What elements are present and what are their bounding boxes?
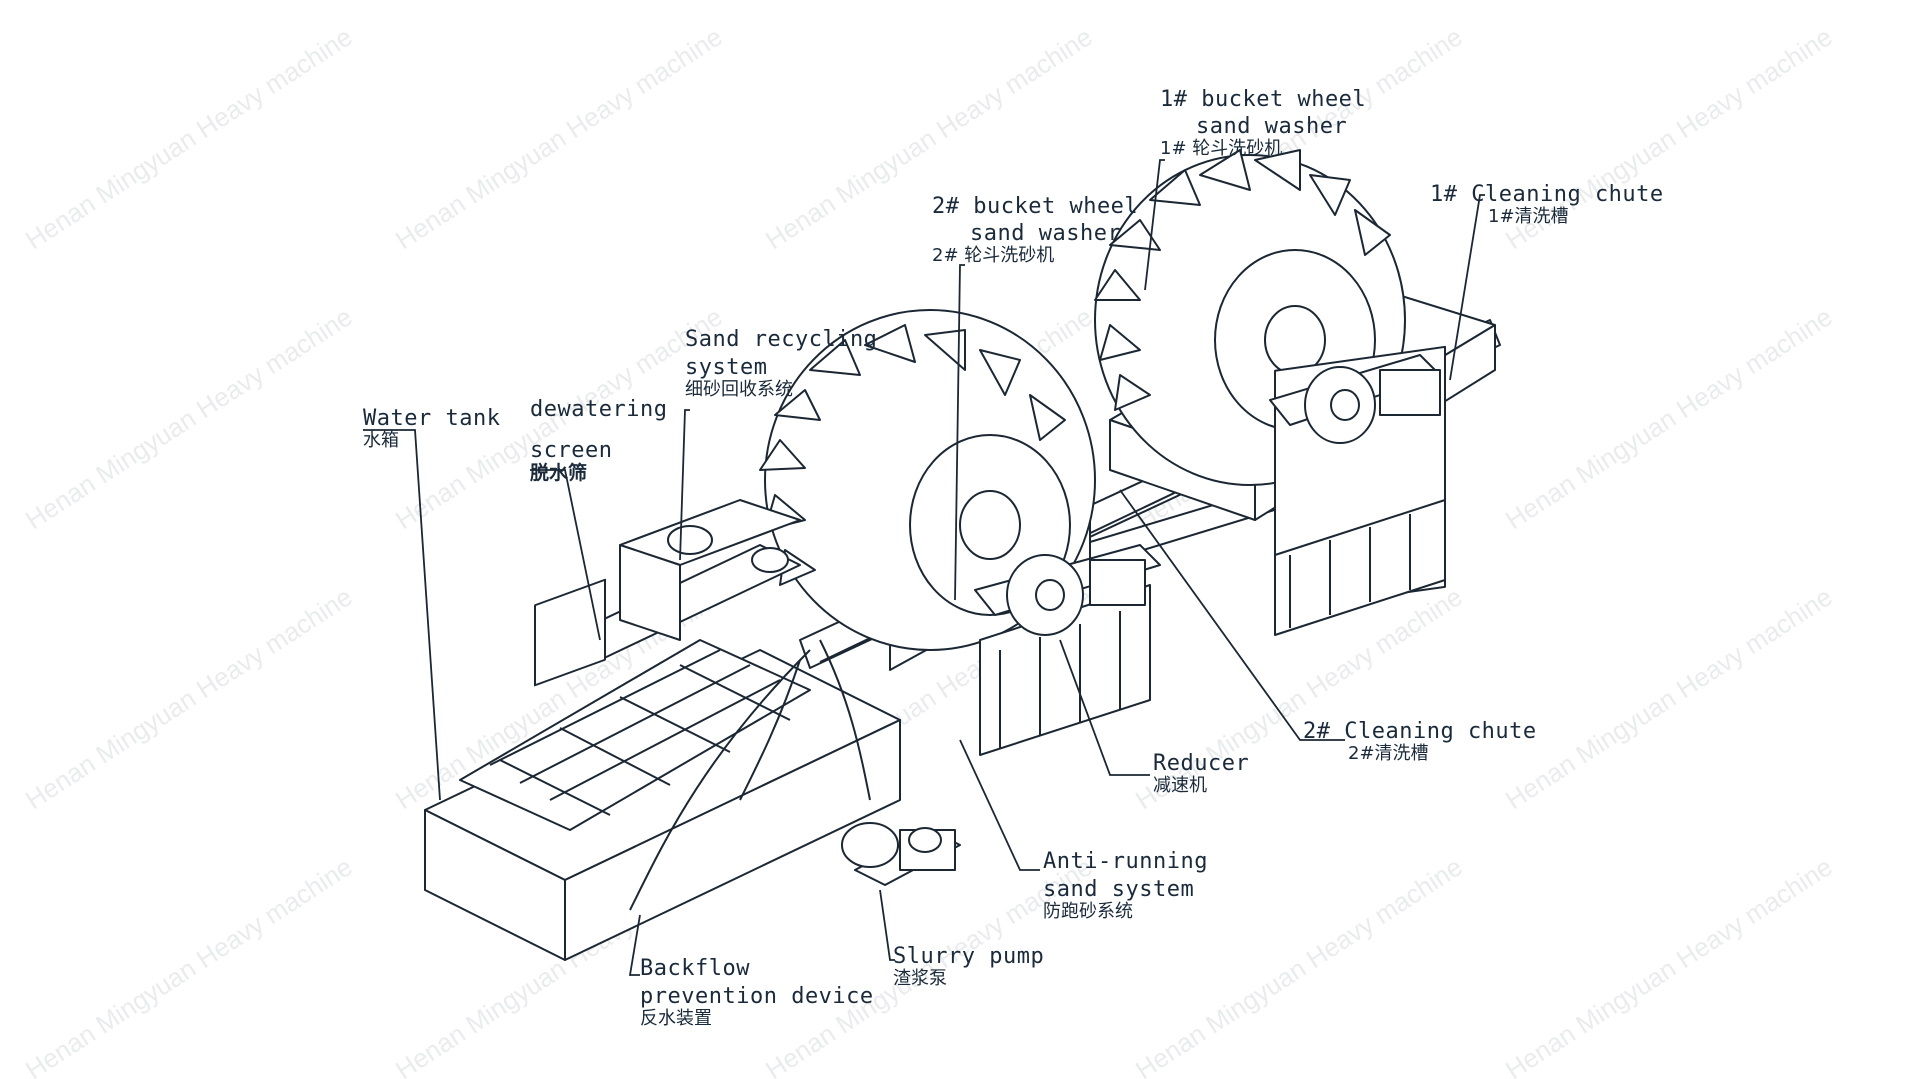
label-slurry-pump-en: Slurry pump	[893, 944, 1045, 969]
label-water-tank-zh: 水箱	[363, 430, 399, 452]
label-sand-recycling-en1: Sand recycling	[685, 327, 878, 352]
drive-unit-2-shape	[974, 544, 1161, 756]
label-cleaning-chute-1-en: 1# Cleaning chute	[1430, 182, 1664, 207]
label-water-tank-en: Water tank	[363, 406, 501, 431]
label-backflow-en2: prevention device	[640, 984, 874, 1010]
label-cleaning-chute-1-zh: 1#清洗槽	[1488, 206, 1569, 228]
label-anti-running-zh: 防跑砂系统	[1043, 901, 1133, 923]
label-dewatering-screen-en1: dewatering	[530, 397, 668, 422]
label-bucket-wheel-1-en1: 1# bucket wheel	[1160, 87, 1367, 112]
label-reducer-en: Reducer	[1153, 751, 1250, 776]
label-sand-recycling-en2: system	[685, 355, 768, 381]
label-slurry-pump: Slurry pump 渣浆泵	[893, 945, 1044, 989]
label-sand-recycling: Sand recycling system 细砂回收系统	[685, 328, 877, 400]
label-sand-recycling-zh: 细砂回收系统	[685, 379, 793, 401]
label-dewatering-screen-zh: 脱水筛	[530, 462, 588, 485]
label-cleaning-chute-2: 2# Cleaning chute 2#清洗槽	[1303, 720, 1537, 764]
sand-recycling-box-shape	[619, 499, 801, 641]
leader-lines	[363, 159, 1485, 976]
label-anti-running-en2: sand system	[1043, 877, 1195, 903]
label-backflow: Backflow prevention device 反水装置	[640, 957, 874, 1029]
label-bucket-wheel-2-en1: 2# bucket wheel	[932, 194, 1139, 219]
slurry-pump-shape	[841, 822, 961, 886]
label-cleaning-chute-2-en: 2# Cleaning chute	[1303, 719, 1537, 744]
label-bucket-wheel-1-zh: 1# 轮斗洗砂机	[1160, 138, 1283, 160]
label-anti-running: Anti-running sand system 防跑砂系统	[1043, 850, 1208, 922]
label-dewatering-screen: dewatering screen 脱水筛	[530, 398, 667, 484]
label-anti-running-en1: Anti-running	[1043, 849, 1208, 874]
label-bucket-wheel-2: 2# bucket wheel sand washer 2# 轮斗洗砂机	[932, 195, 1138, 266]
label-dewatering-screen-en2: screen	[530, 438, 613, 464]
label-cleaning-chute-2-zh: 2#清洗槽	[1348, 743, 1429, 765]
label-bucket-wheel-2-zh: 2# 轮斗洗砂机	[932, 245, 1055, 267]
label-slurry-pump-zh: 渣浆泵	[893, 968, 947, 990]
label-backflow-zh: 反水装置	[640, 1008, 712, 1030]
label-bucket-wheel-1-en2: sand washer	[1196, 114, 1348, 140]
label-water-tank: Water tank 水箱	[363, 407, 500, 451]
bucket-wheel-2-shape	[759, 309, 1096, 651]
label-reducer-zh: 减速机	[1153, 775, 1207, 797]
label-reducer: Reducer 减速机	[1153, 752, 1249, 796]
label-backflow-en1: Backflow	[640, 956, 750, 981]
label-bucket-wheel-2-en2: sand washer	[970, 221, 1122, 247]
pipes	[629, 639, 871, 911]
label-bucket-wheel-1: 1# bucket wheel sand washer 1# 轮斗洗砂机	[1160, 88, 1366, 159]
drive-unit-1-shape	[1269, 345, 1446, 636]
label-cleaning-chute-1: 1# Cleaning chute 1#清洗槽	[1430, 183, 1664, 227]
